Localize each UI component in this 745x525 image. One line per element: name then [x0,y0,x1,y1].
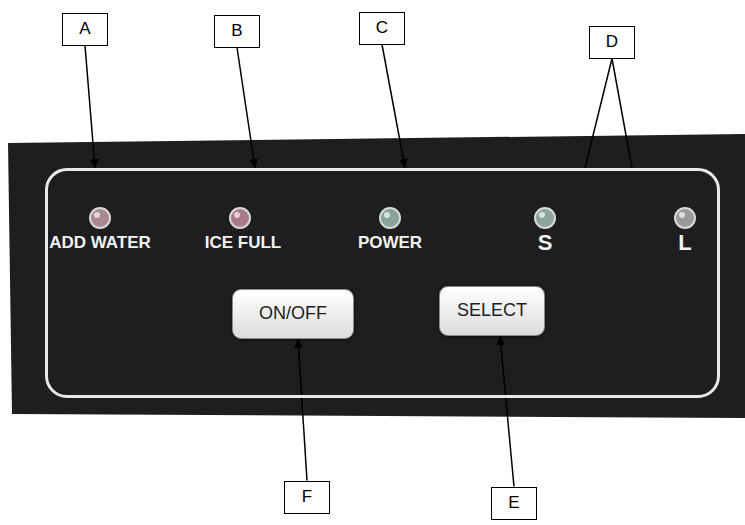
led-glint [94,212,100,218]
callout-letter: D [606,33,618,52]
indicator-label: POWER [358,233,422,252]
leader-line [85,46,95,169]
button-label: SELECT [457,301,527,321]
callout-letter-box: B [214,15,260,48]
label-slot: ICE FULL [205,234,282,253]
callout-letter-box: C [359,12,405,45]
led [380,208,400,228]
leader-line [500,336,514,487]
indicator-leds [90,208,695,228]
led [675,208,695,228]
leader-line [298,339,307,481]
callout-letter: F [302,488,312,507]
callout-letter-box: F [284,481,330,514]
indicator-label: ADD WATER [49,233,151,252]
led [230,208,250,228]
callout-letter-box: D [589,26,635,59]
indicator-label: L [678,230,691,255]
callout-letter-box: A [62,13,108,46]
leader-line [585,59,632,169]
indicator-label: S [538,230,553,255]
label-slot: L [678,231,691,255]
led-glint [539,212,545,218]
led-glint [234,212,240,218]
push-button: ON/OFF [232,289,354,339]
button-label: ON/OFF [259,304,327,324]
label-slot: S [538,231,553,255]
led [90,208,110,228]
led-glint [384,212,390,218]
label-slot: ADD WATER [49,234,151,253]
led [535,208,555,228]
indicator-panel: ADD WATER ICE FULL POWER S L ON/OFF SELECT [45,168,720,398]
callout-letter: E [508,494,519,513]
callout-letter: B [231,22,242,41]
push-button: SELECT [439,286,545,336]
callout-letter-box: E [491,487,537,520]
indicator-label: ICE FULL [205,233,282,252]
leader-line [237,48,255,169]
label-slot: POWER [358,234,422,253]
led-glint [679,212,685,218]
leader-line [382,45,405,169]
callout-letter: A [79,20,90,39]
control-plate [8,134,745,418]
callout-letter: C [376,19,388,38]
